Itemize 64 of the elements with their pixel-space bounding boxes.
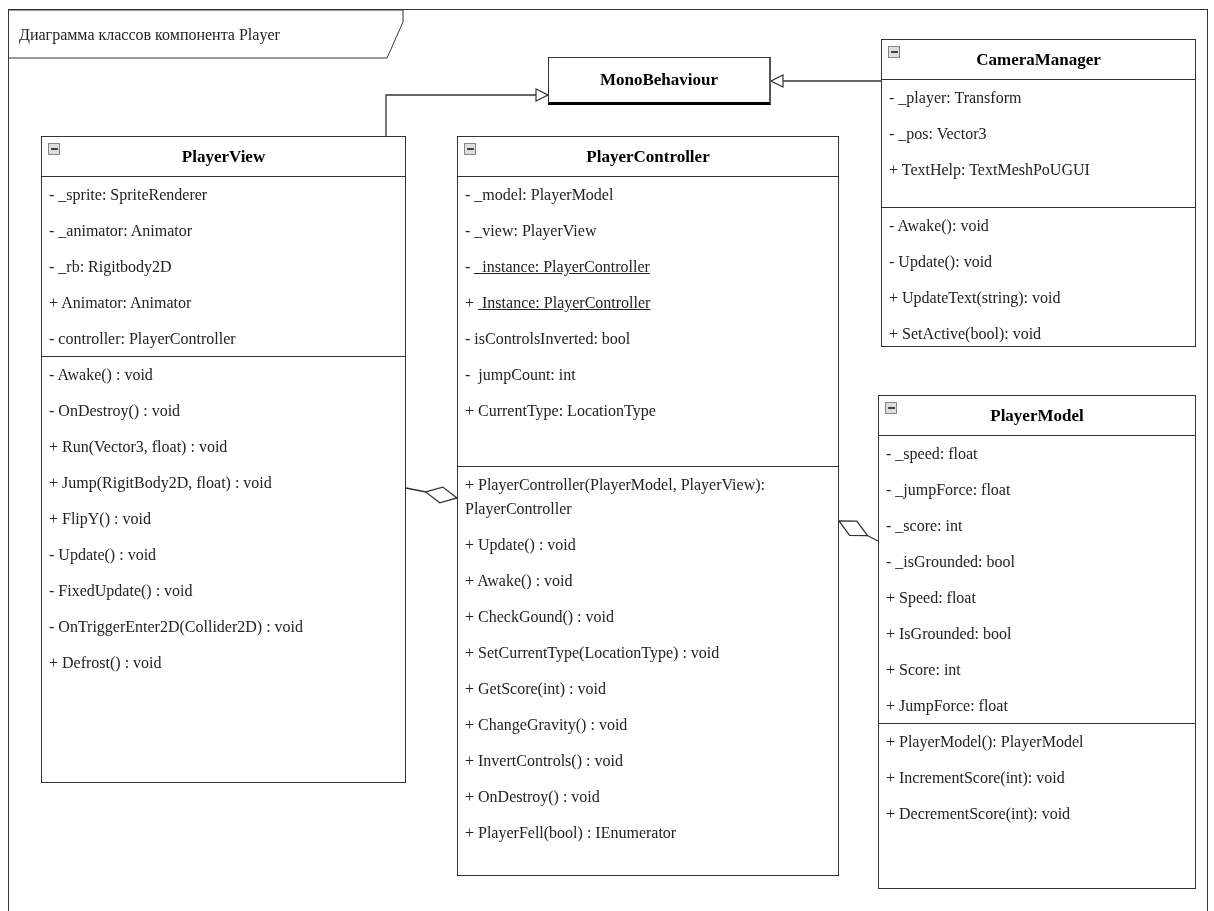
diagram-frame [8,9,1208,911]
attribute-text: - _isGrounded: bool [885,552,1016,572]
method-text: + Defrost() : void [48,653,163,674]
attribute-text: + IsGrounded: bool [885,624,1013,644]
generalization-arrow [385,88,549,137]
attribute-text: + Score: int [885,660,962,680]
attribute-text: - controller: PlayerController [48,329,237,350]
attribute-text: - _animator: Animator [48,221,194,241]
method-text: + PlayerController(PlayerModel, PlayerView): PlayerController [464,475,766,520]
attribute-text: + Animator: Animator [48,293,193,313]
attribute-text: - _view: PlayerView [464,221,598,242]
attribute-text: + CurrentType: LocationType [464,401,657,422]
method-text: + GetScore(int) : void [464,679,607,700]
class-box [878,395,1196,889]
attribute-text: - _jumpForce: float [885,480,1012,501]
method-text: - OnDestroy() : void [48,401,182,422]
attribute-text: + TextHelp: TextMeshPoUGUI [888,160,1091,181]
attribute-text: - _speed: float [885,444,979,465]
class-name: MonoBehaviour [599,69,719,92]
class-name: PlayerModel [990,405,1084,428]
method-text: + ChangeGravity() : void [464,715,629,736]
attribute-text: - _instance: PlayerController [464,257,651,278]
method-text: + CheckGound() : void [464,607,615,628]
method-text: + Update() : void [464,535,577,556]
method-text: - Awake(): void [888,216,990,237]
class-box [41,136,406,783]
method-text: + FlipY() : void [48,509,152,530]
attribute-text: - _rb: Rigitbody2D [48,257,173,278]
method-text: + Run(Vector3, float) : void [48,437,229,458]
method-text: + IncrementScore(int): void [885,768,1066,789]
method-text: - Awake() : void [48,365,154,386]
attribute-text: - _model: PlayerModel [464,185,615,206]
method-text: - Update(): void [888,252,994,273]
frame-label: Диаграмма классов компонента Player [19,25,280,46]
attribute-text: - _score: int [885,516,964,536]
method-text: + PlayerFell(bool) : IEnumerator [464,823,678,844]
method-text: - FixedUpdate() : void [48,581,194,602]
attribute-text: - _player: Transform [888,88,1023,109]
attribute-text: + Instance: PlayerController [464,293,652,314]
class-box [548,57,771,105]
attribute-text: + Speed: float [885,588,977,609]
method-text: + SetActive(bool): void [888,324,1043,345]
method-text: + PlayerModel(): PlayerModel [885,732,1085,753]
attribute-text: - _pos: Vector3 [888,124,988,145]
generalization-arrow [770,74,882,88]
attribute-text: - _sprite: SpriteRenderer [48,185,209,206]
method-text: + InvertControls() : void [464,751,624,772]
attribute-text: - isControlsInverted: bool [464,329,632,349]
method-text: + Jump(RigitBody2D, float) : void [48,473,273,494]
method-text: - OnTriggerEnter2D(Collider2D) : void [48,617,305,638]
class-box [881,39,1196,347]
attribute-text: + JumpForce: float [885,696,1009,717]
attribute-text: - jumpCount: int [464,365,577,386]
class-name: PlayerView [181,146,266,169]
class-box [457,136,839,876]
method-text: - Update() : void [48,545,158,566]
method-text: + OnDestroy() : void [464,787,601,808]
method-text: + UpdateText(string): void [888,288,1062,309]
method-text: + Awake() : void [464,571,574,592]
class-name: PlayerController [586,146,710,169]
method-text: + SetCurrentType(LocationType) : void [464,643,721,664]
class-name: CameraManager [976,49,1101,72]
aggregation-line [405,486,458,504]
method-text: + DecrementScore(int): void [885,804,1072,825]
